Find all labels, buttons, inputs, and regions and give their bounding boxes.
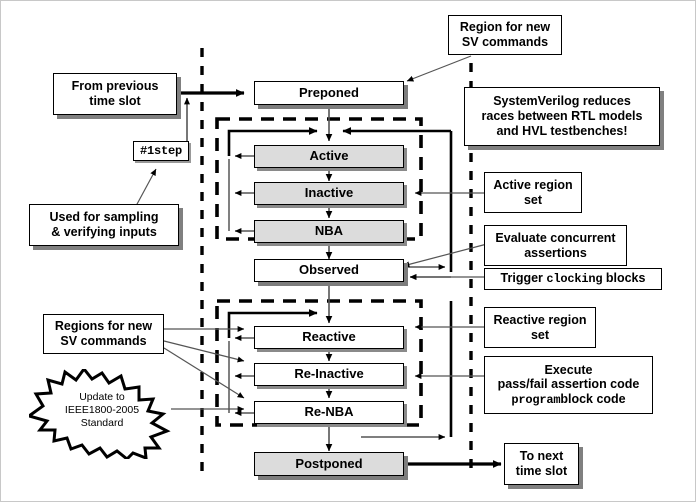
from-previous-line1: From previous <box>71 79 159 94</box>
region-box-preponed: Preponed <box>254 81 404 105</box>
sv-reduces-line3: and HVL testbenches! <box>496 123 628 138</box>
observed-to-active-return <box>342 127 453 272</box>
trigger-pre: Trigger <box>500 271 547 286</box>
to-next-line1: To next <box>519 449 564 464</box>
one-step-label: #1step <box>133 141 189 161</box>
region-new-sv-line1: Region for new <box>459 20 551 35</box>
starburst-badge <box>29 369 171 459</box>
sampling-pointer <box>135 168 157 207</box>
regions-new-sv-line2: SV commands <box>60 334 147 348</box>
execute-assertion-program-box: Execute pass/fail assertion code program… <box>484 356 653 414</box>
evaluate-line1: Evaluate concurrent <box>495 230 616 245</box>
region-box-observed: Observed <box>254 259 404 282</box>
preponed-label: Preponed <box>299 84 359 100</box>
reactive-region-set-line1: Reactive region <box>493 312 587 327</box>
one-step-text: #1step <box>139 144 182 158</box>
evaluate-line2: assertions <box>524 245 587 260</box>
execute-program-keyword: program <box>511 393 561 408</box>
active-region-set-line1: Active region <box>493 177 573 192</box>
region-box-inactive: Inactive <box>254 182 404 205</box>
reactive-region-feedback-loop <box>227 309 318 338</box>
trigger-clocking-blocks-box: Trigger clocking blocks <box>484 268 662 290</box>
from-previous-line2: time slot <box>89 94 141 108</box>
inactive-label: Inactive <box>304 185 354 201</box>
regions-for-new-sv-commands-box: Regions for new SV commands <box>43 314 164 354</box>
execute-line3-post: block code <box>560 392 626 407</box>
sv-reduces-line2: races between RTL models <box>481 109 643 124</box>
re-inactive-label: Re-Inactive <box>294 366 364 382</box>
from-previous-time-slot-box: From previous time slot <box>53 73 177 115</box>
trigger-post: blocks <box>602 271 646 286</box>
active-label: Active <box>309 148 349 164</box>
active-region-boundary <box>215 117 423 241</box>
execute-line2: pass/fail assertion code <box>497 377 640 392</box>
active-region-set-line2: set <box>523 192 543 207</box>
leader-region-new-sv <box>406 55 472 82</box>
to-next-time-slot-box: To next time slot <box>504 443 579 485</box>
region-box-reactive: Reactive <box>254 326 404 349</box>
reactive-label: Reactive <box>302 329 356 345</box>
sampling-line1: Used for sampling <box>49 210 159 225</box>
sampling-line2: & verifying inputs <box>51 225 157 239</box>
execute-line1: Execute <box>544 362 593 377</box>
observed-label: Observed <box>299 262 359 278</box>
postponed-label: Postponed <box>295 455 363 471</box>
regions-new-sv-line1: Regions for new <box>54 319 153 334</box>
trigger-clocking-keyword: clocking <box>546 272 603 287</box>
re-nba-label: Re-NBA <box>304 404 354 420</box>
region-box-postponed: Postponed <box>254 452 404 476</box>
reactive-region-set-box: Reactive region set <box>484 307 596 348</box>
region-box-re-nba: Re-NBA <box>254 401 404 424</box>
sv-reduces-line1: SystemVerilog reduces <box>493 94 631 109</box>
systemverilog-reduces-races-box: SystemVerilog reduces races between RTL … <box>464 87 660 146</box>
nba-label: NBA <box>314 223 344 239</box>
region-for-new-sv-commands-box: Region for new SV commands <box>448 15 562 55</box>
reactive-region-boundary <box>215 299 423 427</box>
observed-side-connectors <box>404 264 451 280</box>
evaluate-concurrent-assertions-box: Evaluate concurrent assertions <box>484 225 627 266</box>
reactive-region-return-lines <box>228 335 254 416</box>
active-region-feedback-loop <box>227 127 318 156</box>
reactive-region-set-line2: set <box>530 327 550 342</box>
region-box-active: Active <box>254 145 404 168</box>
leader-regions-new-sv <box>163 326 245 399</box>
to-next-line2: time slot <box>515 464 568 478</box>
active-region-set-box: Active region set <box>484 172 582 213</box>
used-for-sampling-box: Used for sampling & verifying inputs <box>29 204 179 246</box>
region-new-sv-line2: SV commands <box>461 35 549 49</box>
region-box-nba: NBA <box>254 220 404 243</box>
active-region-return-lines <box>228 153 254 234</box>
region-box-re-inactive: Re-Inactive <box>254 363 404 386</box>
leader-evaluate-assertions <box>402 243 488 268</box>
starburst-shape <box>29 369 171 459</box>
